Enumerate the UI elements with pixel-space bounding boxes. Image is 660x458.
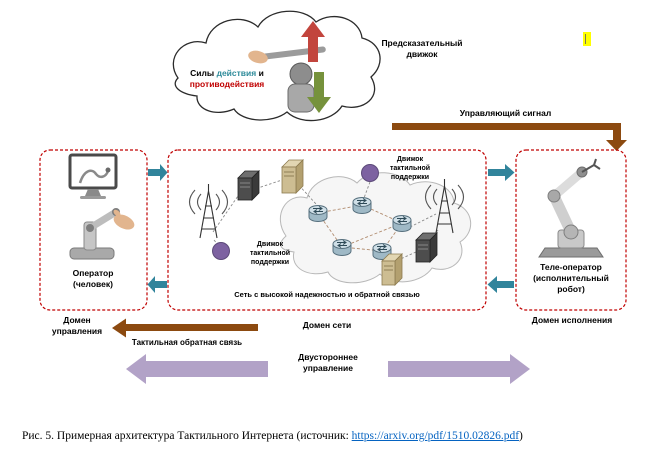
- operator-monitor-icon: [68, 153, 118, 199]
- bilateral-right-arrow: [388, 354, 530, 384]
- network-reliability-label: Сеть с высокой надежностью и обратной св…: [234, 290, 420, 299]
- cloud-forces-part4: противодействия: [189, 79, 265, 90]
- arrow-network-to-robot: [488, 164, 515, 181]
- yellow-highlight-marker: [583, 32, 591, 46]
- server-dark-left-icon: [237, 170, 260, 201]
- domain-control-label: Домен управления: [51, 315, 103, 337]
- control-signal-label: Управляющий сигнал: [459, 108, 552, 118]
- cloud-forces-part2: действия: [216, 68, 257, 78]
- arrow-network-to-operator: [147, 276, 167, 293]
- tactile-engine-left-label: Движок тактильной поддержки: [249, 241, 291, 267]
- router-icon: [332, 239, 352, 256]
- bilateral-left-arrow: [126, 354, 268, 384]
- tactile-engine-node-left: [212, 242, 230, 260]
- radio-tower-right-icon: [424, 179, 465, 234]
- server-dark-right-icon: [415, 232, 438, 263]
- router-icon: [352, 197, 372, 214]
- router-icon: [392, 215, 412, 232]
- router-icon: [308, 205, 328, 222]
- domain-network-label: Домен сети: [302, 320, 352, 330]
- arrow-operator-to-network: [148, 164, 168, 181]
- reaction-force-down-arrow: [307, 72, 331, 113]
- cloud-forces-part3: и: [256, 68, 264, 78]
- tactile-feedback-arrow: [112, 318, 258, 338]
- control-signal-arrow: [392, 123, 627, 151]
- predictive-engine-label: Предсказательный движок: [381, 38, 463, 60]
- caption-closing: ): [519, 430, 523, 442]
- teleoperator-label: Теле-оператор (исполнительный робот): [533, 262, 609, 295]
- thought-cloud: [172, 10, 381, 122]
- figure-caption: Рис. 5. Примерная архитектура Тактильног…: [22, 430, 654, 444]
- arrow-robot-to-network: [487, 276, 514, 293]
- radio-tower-left-icon: [188, 184, 229, 239]
- tactile-engine-top-label: Движок тактильной поддержки: [389, 156, 431, 182]
- bilateral-control-label: Двустороннее управление: [298, 352, 358, 374]
- action-force-up-arrow: [301, 21, 325, 62]
- source-link[interactable]: https://arxiv.org/pdf/1510.02826.pdf: [351, 430, 520, 442]
- execution-domain-box: [515, 149, 627, 311]
- cloud-forces-label: Силы действия и противодействия: [182, 68, 272, 90]
- haptic-device-icon: [69, 208, 135, 260]
- server-tan-right-icon: [381, 253, 403, 286]
- executor-robot-icon: [538, 158, 604, 258]
- server-tan-left-icon: [281, 159, 304, 194]
- caption-text: Рис. 5. Примерная архитектура Тактильног…: [22, 430, 352, 442]
- tactile-engine-node-top: [361, 164, 379, 182]
- operator-label: Оператор (человек): [72, 268, 114, 290]
- tactile-feedback-label: Тактильная обратная связь: [131, 338, 243, 347]
- control-domain-box: [39, 149, 148, 311]
- domain-execution-label: Домен исполнения: [531, 315, 613, 325]
- cloud-forces-part1: Силы: [190, 68, 217, 78]
